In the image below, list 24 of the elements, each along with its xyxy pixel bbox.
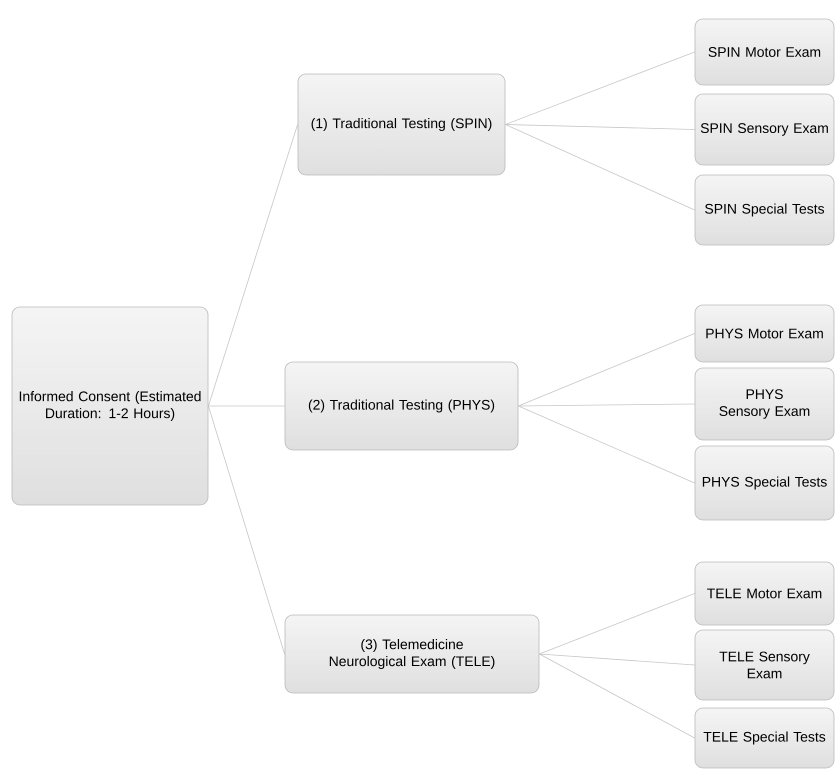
process-box: PHYS Sensory Exam [694,368,834,440]
process-box: PHYS Special Tests [694,446,834,520]
connector-line [518,406,695,484]
connector-line [505,52,695,125]
connector-line [505,124,695,210]
process-box: PHYS Motor Exam [694,304,834,362]
connector-line [539,593,695,654]
connector-line [208,406,285,654]
process-box: (3) Telemedicine Neurological Exam (TELE) [284,614,540,694]
process-box: TELE Special Tests [694,708,834,768]
process-box: (2) Traditional Testing (PHYS) [284,362,518,450]
connector-line [518,333,695,406]
process-box: (1) Traditional Testing (SPIN) [298,74,506,176]
process-box: TELE Motor Exam [694,562,834,626]
connector-line [505,124,695,130]
connector-line [208,124,298,406]
process-box: Informed Consent (Estimated Duration: 1-2 Hours) [12,306,208,506]
process-box: SPIN Sensory Exam [694,94,834,166]
process-box: SPIN Special Tests [694,174,834,246]
connector-line [518,404,695,406]
process-box: TELE Sensory Exam [694,630,834,700]
process-box: SPIN Motor Exam [694,18,834,86]
connector-line [539,654,695,666]
connector-line [539,654,695,738]
